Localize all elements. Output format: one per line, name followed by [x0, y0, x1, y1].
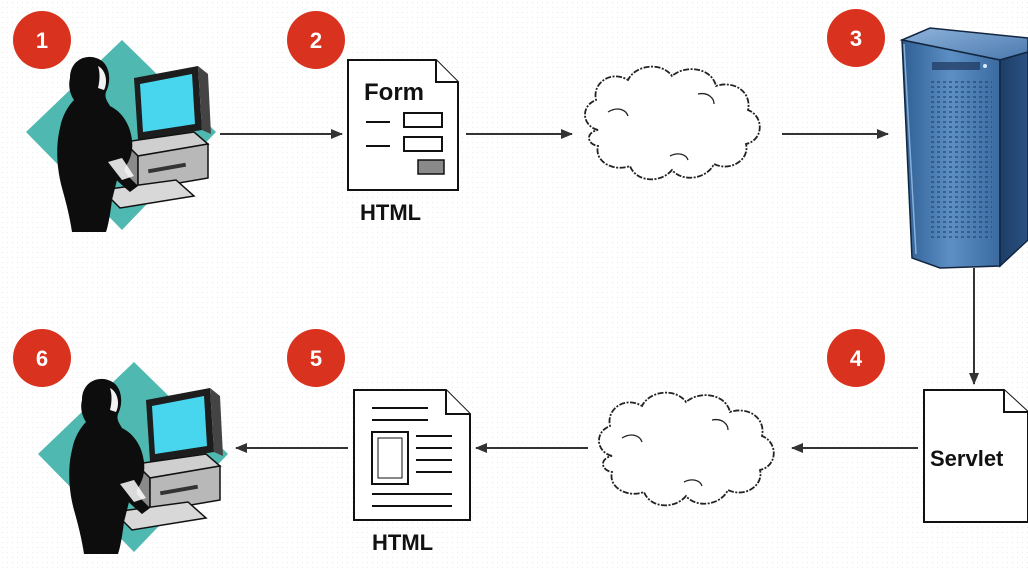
network-cloud-icon — [584, 65, 761, 181]
network-cloud-icon — [598, 391, 775, 507]
server-tower-icon — [899, 27, 1028, 269]
step-badge-6: 6 — [13, 329, 71, 387]
form-doc-caption: HTML — [360, 200, 421, 225]
step-number: 5 — [310, 346, 322, 371]
html-response-document: HTML — [353, 389, 471, 555]
step-badge-2: 2 — [287, 11, 345, 69]
step-badge-5: 5 — [287, 329, 345, 387]
step-number: 4 — [850, 346, 863, 371]
step-badge-3: 3 — [827, 9, 885, 67]
servlet-doc-title: Servlet — [930, 446, 1004, 471]
response-doc-caption: HTML — [372, 530, 433, 555]
step-number: 6 — [36, 346, 48, 371]
step-number: 3 — [850, 26, 862, 51]
step-number: 1 — [36, 28, 48, 53]
step-badge-1: 1 — [13, 11, 71, 69]
form-doc-title: Form — [364, 79, 424, 106]
servlet-document: Servlet — [923, 389, 1028, 523]
user-at-computer-icon — [37, 361, 229, 555]
html-form-document: Form HTML — [347, 59, 459, 225]
step-badge-4: 4 — [827, 329, 885, 387]
step-number: 2 — [310, 28, 322, 53]
user-at-computer-icon — [25, 39, 217, 233]
